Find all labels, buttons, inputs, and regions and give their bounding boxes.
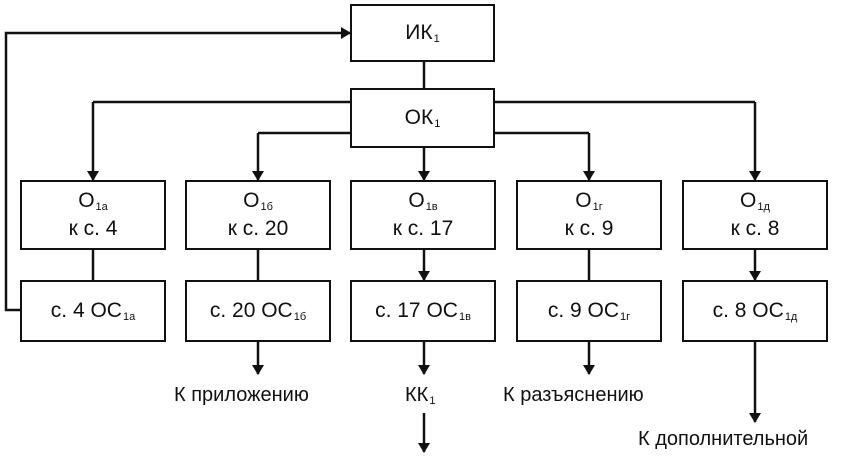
page-1b-subscript: 1б (293, 310, 307, 323)
o1g-ref: к с. 9 (564, 217, 614, 240)
o1v-subscript: 1в (425, 200, 438, 213)
feedback-loop-arrow (4, 27, 351, 312)
ok1-box: ОК1 (350, 88, 495, 148)
page-1b-label: с. 20 ОС (209, 298, 293, 322)
kk1-label: КК (405, 384, 429, 406)
o1v-ref: к с. 17 (392, 217, 454, 240)
output-appendix: К приложению (174, 384, 309, 406)
page-box-1b: с. 20 ОС1б (185, 280, 331, 342)
output-additional: К дополнительной (638, 428, 809, 450)
o1d-subscript: 1д (757, 200, 770, 213)
o1d-ref: к с. 8 (730, 217, 780, 240)
o1a-ref: к с. 4 (68, 217, 118, 240)
page-1d-label: с. 8 ОС (712, 298, 784, 322)
o1g-box: О1г к с. 9 (516, 180, 662, 250)
o1d-label: О (740, 188, 757, 212)
page-1a-label: с. 4 ОС (50, 298, 122, 322)
page-1a-subscript: 1а (122, 310, 136, 323)
o1v-box: О1в к с. 17 (350, 180, 496, 250)
o1a-box: О1а к с. 4 (20, 180, 166, 250)
o1b-ref: к с. 20 (227, 217, 289, 240)
page-1v-label: с. 17 ОС (375, 298, 458, 322)
o1b-box: О1б к с. 20 (185, 180, 331, 250)
o1a-subscript: 1а (95, 200, 108, 213)
kk1-subscript: 1 (429, 395, 436, 407)
o1b-subscript: 1б (260, 200, 273, 213)
output-clarification: К разъяснению (503, 384, 644, 406)
o1a-label: О (78, 188, 95, 212)
page-box-1d: с. 8 ОС1д (682, 280, 828, 342)
page-box-1a: с. 4 ОС1а (20, 280, 166, 342)
o1v-label: О (408, 188, 425, 212)
page-box-1g: с. 9 ОС1г (516, 280, 662, 342)
page-1g-label: с. 9 ОС (547, 298, 620, 322)
o1g-subscript: 1г (592, 200, 603, 213)
ik1-box: ИК1 (350, 4, 495, 62)
page-1v-subscript: 1в (458, 310, 471, 323)
ok1-label: ОК (404, 105, 434, 129)
page-box-1v: с. 17 ОС1в (350, 280, 496, 342)
ik1-subscript: 1 (433, 32, 440, 45)
ok1-subscript: 1 (434, 117, 441, 130)
ik1-label: ИК (405, 20, 433, 44)
page-1g-subscript: 1г (620, 310, 631, 323)
output-kk1: КК1 (405, 384, 435, 407)
o1g-label: О (575, 188, 592, 212)
page-1d-subscript: 1д (784, 310, 798, 323)
o1b-label: О (243, 188, 260, 212)
o1d-box: О1д к с. 8 (682, 180, 828, 250)
